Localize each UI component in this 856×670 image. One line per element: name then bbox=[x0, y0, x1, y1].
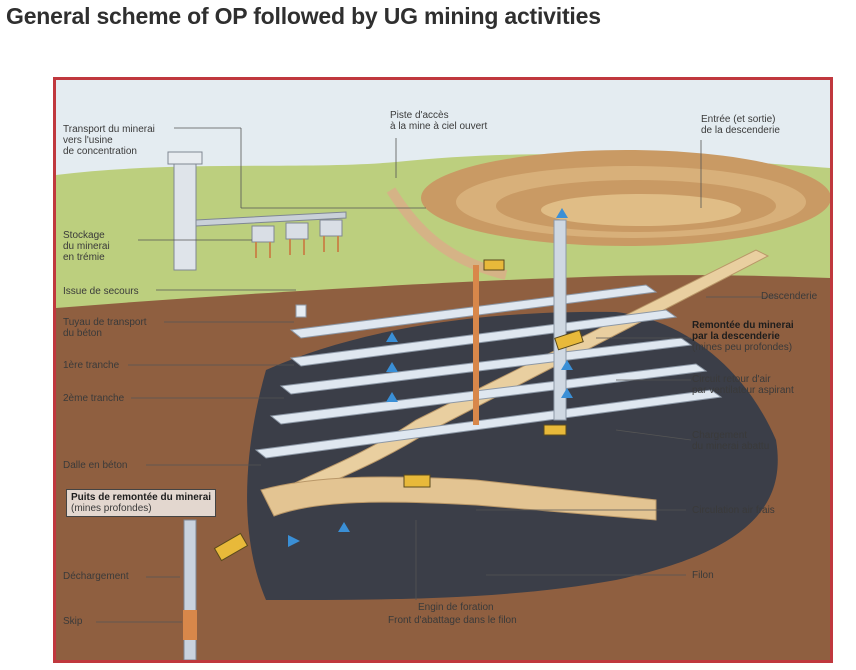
label-transport: Transport du minerai vers l'usine de con… bbox=[63, 124, 155, 157]
label-decline: Descenderie bbox=[761, 291, 818, 302]
label-skip: Skip bbox=[63, 616, 83, 627]
label-first-slice: 1ère tranche bbox=[63, 360, 120, 371]
leader-lines bbox=[96, 127, 776, 623]
mine-scheme-illustration: Transport du minerai vers l'usine de con… bbox=[53, 77, 833, 663]
label-concrete-pipe: Tuyau de transport du béton bbox=[63, 317, 147, 339]
label-emergency-exit: Issue de secours bbox=[63, 286, 139, 297]
label-concrete-slab: Dalle en béton bbox=[63, 460, 128, 471]
airflow-arrows bbox=[288, 208, 573, 547]
label-fresh-air: Circulation air frais bbox=[692, 505, 775, 516]
label-stope-face: Front d'abattage dans le filon bbox=[388, 615, 517, 626]
label-drill-rig: Engin de foration bbox=[418, 602, 494, 613]
ore-hoppers bbox=[251, 219, 343, 258]
label-entrance: Entrée (et sortie) de la descenderie bbox=[701, 114, 780, 136]
concrete-pipe bbox=[473, 265, 479, 425]
label-pit-access: Piste d'accès à la mine à ciel ouvert bbox=[390, 110, 488, 132]
headframe-tower bbox=[173, 157, 197, 271]
mine-cross-section bbox=[56, 80, 830, 660]
machines bbox=[213, 259, 584, 562]
rock-cavity bbox=[247, 311, 778, 600]
label-loading: Chargement du minerai abattu bbox=[692, 430, 770, 452]
label-storage: Stockage du minerai en trémie bbox=[63, 230, 110, 263]
label-vein: Filon bbox=[692, 570, 714, 581]
label-hoist-shaft: Puits de remontée du minerai (mines prof… bbox=[66, 489, 217, 517]
skip bbox=[183, 610, 197, 640]
label-second-slice: 2ème tranche bbox=[63, 393, 125, 404]
label-return-air: Circuit retour d'air par ventilateur asp… bbox=[692, 374, 794, 396]
label-ore-ramp: Remontée du minerai par la descenderie (… bbox=[692, 320, 794, 353]
haulage-floor bbox=[260, 476, 657, 521]
concrete-slabs bbox=[254, 284, 723, 459]
ventilation-shaft bbox=[553, 219, 567, 421]
label-unloading: Déchargement bbox=[63, 571, 129, 582]
conveyor bbox=[195, 211, 347, 227]
page-title: General scheme of OP followed by UG mini… bbox=[6, 3, 601, 29]
emergency-exit bbox=[295, 304, 307, 318]
